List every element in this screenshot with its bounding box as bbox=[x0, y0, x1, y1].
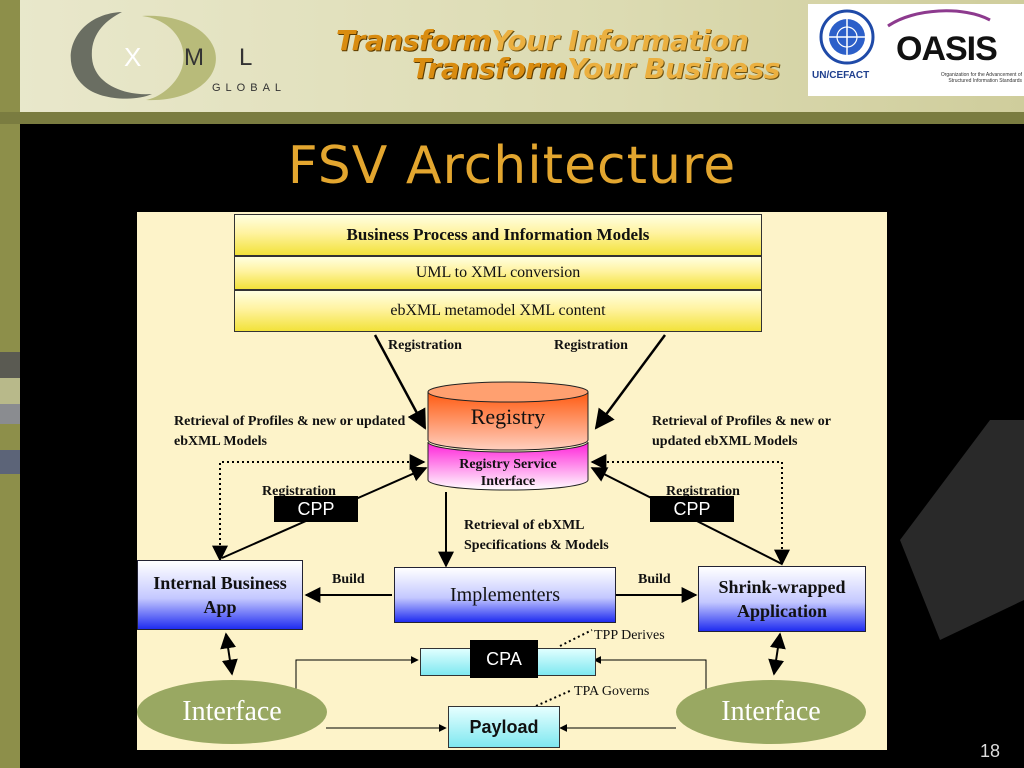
band-business-process: Business Process and Information Models bbox=[234, 214, 762, 256]
bg-band-4 bbox=[0, 450, 20, 474]
registration-low-right: Registration bbox=[666, 484, 740, 496]
build-label-left: Build bbox=[332, 572, 365, 587]
shrink-wrapped-app-box: Shrink-wrapped Application bbox=[698, 566, 866, 632]
retrieval-label-right: Retrieval of Profiles & new or updated e… bbox=[652, 414, 831, 449]
retrieval-specs-label: Retrieval of ebXML Specifications & Mode… bbox=[464, 518, 609, 553]
bg-arrow-shape bbox=[900, 420, 1024, 640]
logo-letter-m: M bbox=[184, 44, 204, 71]
internal-business-app-box: Internal Business App bbox=[137, 560, 303, 630]
logo-letter-x: X bbox=[124, 42, 142, 72]
interface-oval-right: Interface bbox=[676, 680, 866, 744]
slogan-word-2: Transform bbox=[412, 52, 568, 85]
oasis-tagline: Organization for the Advancement of Stru… bbox=[940, 72, 1022, 84]
registration-label-right: Registration bbox=[554, 338, 628, 353]
uncefact-label: UN/CEFACT bbox=[812, 70, 870, 81]
interface-oval-left: Interface bbox=[137, 680, 327, 744]
partner-logos: UN/CEFACT OASIS Organization for the Adv… bbox=[808, 4, 1024, 96]
tpa-governs-label: TPA Governs bbox=[574, 684, 650, 699]
slogan-line-2: TransformYour Business bbox=[412, 52, 780, 85]
slogan-word-1: Transform bbox=[336, 24, 492, 57]
slogan-rest-2: Your Business bbox=[567, 52, 780, 85]
cpa-badge: CPA bbox=[470, 640, 538, 678]
xml-global-logo: X M L GLOBAL bbox=[54, 6, 304, 106]
retrieval-label-left: Retrieval of Profiles & new or updated e… bbox=[174, 414, 406, 449]
page-number: 18 bbox=[979, 741, 1000, 761]
logo-letter-l: L bbox=[239, 44, 253, 71]
oasis-label: OASIS bbox=[896, 30, 998, 68]
slogan-rest-1: Your Information bbox=[491, 24, 749, 57]
un-emblem-icon bbox=[819, 9, 875, 65]
band-uml-xml: UML to XML conversion bbox=[234, 256, 762, 290]
implementers-box: Implementers bbox=[394, 567, 616, 623]
slide-title: FSV Architecture bbox=[287, 136, 737, 196]
registration-low-left: Registration bbox=[262, 484, 336, 496]
registry-label: Registry bbox=[470, 404, 546, 429]
cpp-badge-left: CPP bbox=[274, 496, 358, 522]
bg-band-2 bbox=[0, 378, 20, 404]
band-metamodel: ebXML metamodel XML content bbox=[234, 290, 762, 332]
build-label-right: Build bbox=[638, 572, 671, 587]
registration-label-left: Registration bbox=[388, 338, 462, 353]
bg-band-1 bbox=[0, 352, 20, 378]
payload-box: Payload bbox=[448, 706, 560, 748]
tpp-derives-label: TPP Derives bbox=[594, 628, 665, 643]
header-rule bbox=[0, 112, 1024, 124]
logo-swoosh-icon bbox=[70, 12, 216, 101]
oasis-swoosh-icon bbox=[887, 9, 991, 28]
cpp-badge-right: CPP bbox=[650, 496, 734, 522]
registry-service-label: Registry Service Interface bbox=[459, 457, 557, 489]
logo-subtitle: GLOBAL bbox=[212, 82, 287, 94]
slogan-line-1: TransformYour Information bbox=[336, 24, 749, 57]
registry-cylinder-icon bbox=[427, 381, 589, 491]
bg-band-3 bbox=[0, 404, 20, 424]
